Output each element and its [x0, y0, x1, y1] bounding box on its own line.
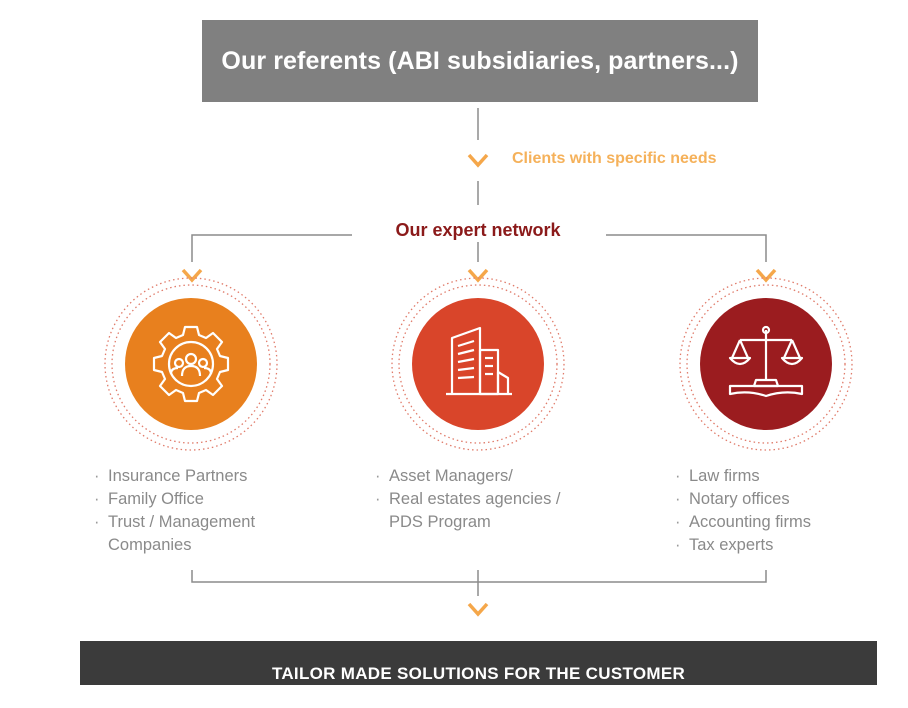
chevron-right-icon — [755, 268, 777, 283]
list-item: Trust / Management Companies — [94, 511, 298, 557]
chevron-center-icon — [467, 268, 489, 283]
chevron-left-icon — [181, 268, 203, 283]
scales-of-justice-icon — [728, 325, 804, 398]
gear-people-icon — [152, 325, 230, 403]
connector-right-branch — [606, 234, 767, 262]
list-item: Tax experts — [675, 534, 875, 557]
tailor-made-banner: TAILOR MADE SOLUTIONS FOR THE CUSTOMER — [80, 641, 877, 685]
connector-left-branch — [191, 234, 352, 262]
chevron-top-icon — [467, 153, 489, 168]
referents-label: Our referents (ABI subsidiaries, partner… — [221, 46, 739, 75]
banner-label: TAILOR MADE SOLUTIONS FOR THE CUSTOMER — [271, 664, 686, 683]
list-item: Accounting firms — [675, 511, 875, 534]
connector-bottom-bracket — [191, 570, 767, 583]
list-item: Real estates agencies / PDS Program — [375, 488, 589, 534]
referents-box: Our referents (ABI subsidiaries, partner… — [202, 20, 758, 102]
list-item: Law firms — [675, 465, 875, 488]
list-item: Asset Managers/ — [375, 465, 590, 488]
list-item: Family Office — [94, 488, 314, 511]
chevron-bottom-icon — [467, 602, 489, 617]
expert-network-label: Our expert network — [395, 220, 561, 240]
building-icon — [446, 326, 512, 396]
clients-label: Clients with specific needs — [512, 150, 717, 167]
circle-real-estate — [391, 277, 565, 451]
list-item: Notary offices — [675, 488, 875, 511]
list-legal: Law firms Notary offices Accounting firm… — [675, 465, 875, 557]
list-item: Insurance Partners — [94, 465, 314, 488]
list-real-estate: Asset Managers/ Real estates agencies / … — [375, 465, 590, 534]
list-insurance: Insurance Partners Family Office Trust /… — [94, 465, 314, 557]
